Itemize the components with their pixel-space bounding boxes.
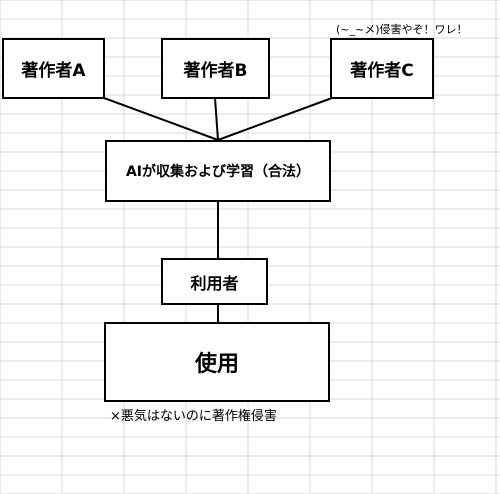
author-c-box: 著作者C [330,38,434,99]
use-box: 使用 [104,322,330,402]
use-note: ×悪気はないのに著作権侵害 [110,409,277,424]
user-label: 利用者 [190,273,239,293]
author-a-box: 著作者A [2,38,105,99]
connector-author-a [103,97,219,141]
ai-collection-box: AIが収集および学習（合法） [105,140,331,202]
author-b-label: 著作者B [183,61,248,81]
user-box: 利用者 [161,258,268,305]
connector-author-b [214,97,219,141]
connector-author-c [217,97,333,141]
use-label: 使用 [194,352,239,377]
author-b-box: 著作者B [161,38,270,99]
ai-collection-label: AIが収集および学習（合法） [125,164,311,180]
author-c-label: 著作者C [350,61,414,81]
author-a-label: 著作者A [21,61,86,81]
author-c-note: (~_~メ)侵害やぞ！ワレ！ [336,23,468,36]
